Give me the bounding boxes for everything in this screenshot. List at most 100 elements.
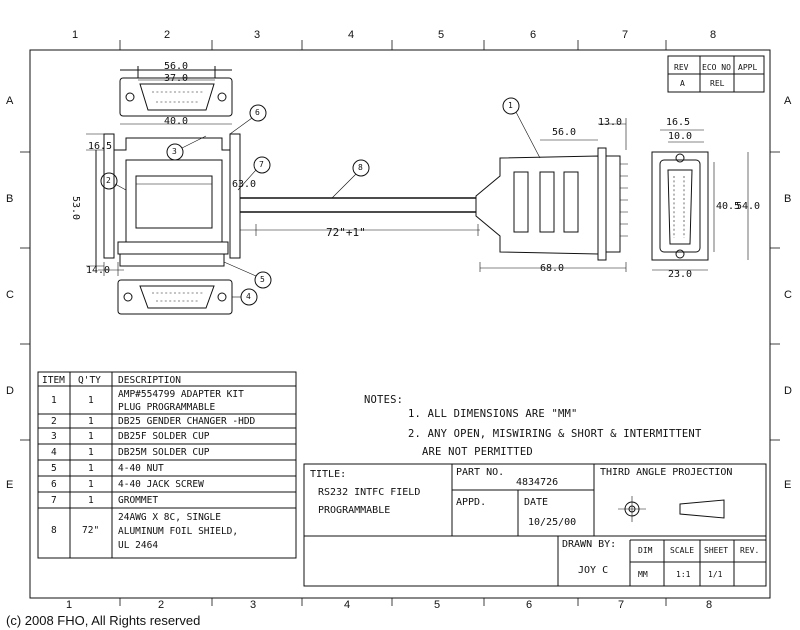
- zone-top-2: 2: [164, 29, 171, 41]
- zone-right-e: E: [784, 479, 792, 491]
- note-1: 1. ALL DIMENSIONS ARE "MM": [408, 408, 578, 420]
- bom-qty-6: 1: [88, 479, 94, 490]
- balloon-6: 6: [255, 108, 260, 117]
- item-balloons: [100, 97, 541, 306]
- dim-40-5: 40.5: [716, 201, 741, 212]
- balloon-7: 7: [259, 160, 264, 169]
- bom-table-lines: [37, 371, 297, 559]
- bom-qty-3: 1: [88, 431, 94, 442]
- balloon-8: 8: [358, 163, 363, 172]
- adapter-body-side: [86, 133, 241, 276]
- zone-ticks: [20, 40, 780, 606]
- zone-bottom-2: 2: [158, 599, 165, 611]
- dim-13: 13.0: [598, 117, 623, 128]
- bom-desc-6: 4-40 JACK SCREW: [118, 479, 204, 490]
- bom-item-1: 1: [51, 395, 57, 406]
- bom-desc-2: DB25 GENDER CHANGER -HDD: [118, 416, 256, 427]
- rev-label: REV.: [740, 546, 760, 555]
- bom-qty-5: 1: [88, 463, 94, 474]
- zone-top-4: 4: [348, 29, 355, 41]
- border-frame: [29, 49, 771, 599]
- bom-desc-1a: AMP#554799 ADAPTER KIT: [118, 389, 244, 400]
- eco-header: ECO NO: [702, 63, 731, 72]
- part-no-label: PART NO.: [456, 467, 505, 478]
- bom-desc-4: DB25M SOLDER CUP: [118, 447, 210, 458]
- title-line-1: RS232 INTFC FIELD: [318, 487, 421, 498]
- zone-bottom-1: 1: [66, 599, 73, 611]
- dim-23: 23.0: [668, 269, 693, 280]
- bom-qty-7: 1: [88, 495, 94, 506]
- title-label: TITLE:: [310, 469, 347, 480]
- zone-top-7: 7: [622, 29, 629, 41]
- projection-label: THIRD ANGLE PROJECTION: [600, 467, 733, 478]
- bom-item-8: 8: [51, 525, 57, 536]
- note-2: 2. ANY OPEN, MISWIRING & SHORT & INTERMI…: [408, 428, 702, 440]
- title-block-lines: [303, 463, 767, 587]
- zone-right-d: D: [784, 385, 792, 397]
- bom-item-2: 2: [51, 416, 57, 427]
- balloon-1: 1: [508, 101, 513, 110]
- dim-16-5-left: 16.5: [88, 141, 113, 152]
- zone-left-e: E: [6, 479, 14, 491]
- drawn-by-label: DRAWN BY:: [562, 539, 617, 550]
- zone-left-d: D: [6, 385, 14, 397]
- bom-item-5: 5: [51, 463, 57, 474]
- cable-length: 72"+1": [326, 226, 366, 239]
- bom-desc-5: 4-40 NUT: [118, 463, 164, 474]
- dim-68: 68.0: [540, 263, 565, 274]
- zone-bottom-5: 5: [434, 599, 441, 611]
- zone-left-c: C: [6, 289, 14, 301]
- rev-header: REV: [674, 63, 689, 72]
- zone-top-3: 3: [254, 29, 261, 41]
- dim-56-top: 56.0: [164, 61, 189, 72]
- dim-10: 10.0: [668, 131, 693, 142]
- drawn-by-value: JOY C: [578, 565, 609, 576]
- note-2-cont: ARE NOT PERMITTED: [422, 446, 533, 458]
- bom-qty-8: 72": [82, 525, 100, 536]
- bom-desc-8a: 24AWG X 8C, SINGLE: [118, 512, 221, 523]
- balloon-5: 5: [260, 275, 265, 284]
- zone-top-5: 5: [438, 29, 445, 41]
- part-no-value: 4834726: [516, 477, 559, 488]
- dim-53: 53.0: [70, 196, 81, 221]
- balloon-3: 3: [172, 147, 177, 156]
- bom-qty-4: 1: [88, 447, 94, 458]
- appd-label: APPD.: [456, 497, 487, 508]
- dim-37: 37.0: [164, 73, 189, 84]
- scale-label: SCALE: [670, 546, 695, 555]
- rev-value: A: [680, 79, 685, 88]
- bom-desc-7: GROMMET: [118, 495, 159, 506]
- zone-right-b: B: [784, 193, 792, 205]
- right-end-view: [651, 129, 749, 271]
- copyright-notice: (c) 2008 FHO, All Rights reserved: [6, 613, 201, 628]
- dim-label: DIM: [638, 546, 653, 555]
- appl-header: APPL: [738, 63, 758, 72]
- eco-value: REL: [710, 79, 725, 88]
- date-value: 10/25/00: [528, 517, 577, 528]
- sheet-value: 1/1: [708, 570, 723, 579]
- zone-top-1: 1: [72, 29, 79, 41]
- bom-qty-1: 1: [88, 395, 94, 406]
- title-line-2: PROGRAMMABLE: [318, 505, 391, 516]
- zone-right-c: C: [784, 289, 792, 301]
- zone-bottom-3: 3: [250, 599, 257, 611]
- bom-item-7: 7: [51, 495, 57, 506]
- bom-item-6: 6: [51, 479, 57, 490]
- cable: [240, 197, 480, 236]
- zone-top-8: 8: [710, 29, 717, 41]
- right-hood-side: [475, 118, 628, 272]
- bom-desc-8b: ALUMINUM FOIL SHIELD,: [118, 526, 239, 537]
- balloon-4: 4: [246, 292, 251, 301]
- zone-right-a: A: [784, 95, 792, 107]
- scale-value: 1:1: [676, 570, 691, 579]
- bom-header-item: ITEM: [42, 375, 65, 386]
- sheet-label: SHEET: [704, 546, 729, 555]
- dim-16-5-right: 16.5: [666, 117, 691, 128]
- bom-header-desc: DESCRIPTION: [118, 375, 181, 386]
- bom-item-3: 3: [51, 431, 57, 442]
- date-label: DATE: [524, 497, 549, 508]
- zone-left-a: A: [6, 95, 14, 107]
- zone-bottom-8: 8: [706, 599, 713, 611]
- dim-63: 63.0: [232, 179, 257, 190]
